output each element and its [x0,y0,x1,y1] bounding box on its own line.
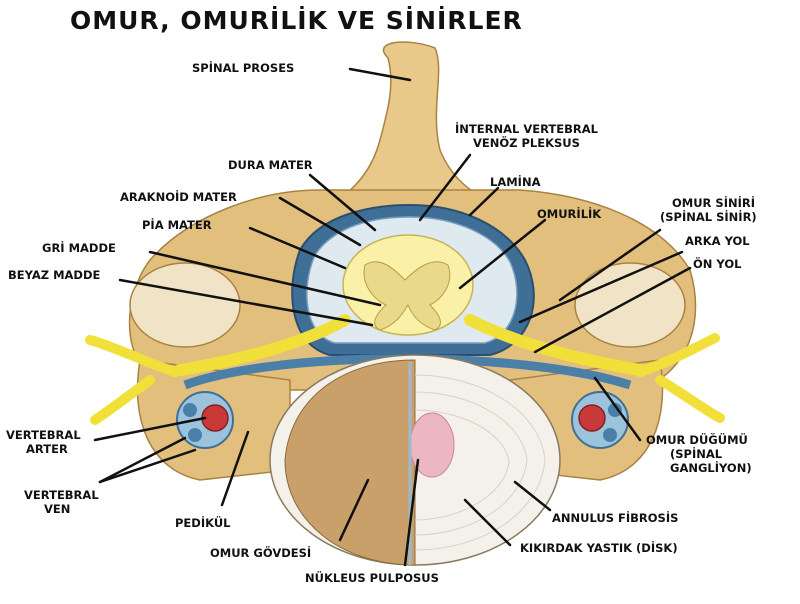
left-vertebral-vein-a [183,403,197,417]
label-lamina: LAMİNA [490,175,541,189]
leader-omur-dugumu [593,376,642,442]
leader-vertebral-ven-b [98,448,197,484]
annulus-ring-3 [414,409,510,521]
right-vertebral-vein-a [608,403,622,417]
label-omurilik: OMURİLİK [537,207,602,221]
vertebral-body-cancellous [284,359,416,566]
leader-on-yol [533,266,692,354]
leader-nukleus [403,458,420,567]
label-omur-dugumu-line2: (SPİNAL [670,447,723,461]
label-araknoid-mater: ARAKNOİD MATER [120,190,237,204]
right-transverse-process [574,262,686,348]
left-vertebral-vein-b [188,428,202,442]
leader-gri [148,250,382,307]
leader-beyaz [118,278,374,327]
label-nukleus-pulposus: NÜKLEUS PULPOSUS [305,571,439,585]
label-gri-madde: GRİ MADDE [42,241,116,255]
leader-kikirdak [463,498,512,547]
leader-omur-govdesi [338,478,370,542]
label-omur-dugumu-line3: GANGLİYON) [670,461,752,475]
label-vertebral-ven: VERTEBRAL VEN [24,488,99,516]
leader-lamina [468,186,500,217]
leader-omurilik [458,218,547,290]
annulus-ring-2 [414,391,528,536]
right-vertebral-vein-b [603,428,617,442]
label-internal-venous: İNTERNAL VERTEBRAL VENÖZ PLEKSUS [455,122,598,150]
label-omur-govdesi: OMUR GÖVDESİ [210,546,312,560]
label-omur-siniri-line1: OMUR SİNİRİ [672,196,756,210]
spinal-process-shape [327,41,501,206]
left-spinal-nerve [85,335,180,425]
label-vertebral-arter-line1: VERTEBRAL [6,428,81,442]
label-internal-venous-line2: VENÖZ PLEKSUS [473,136,580,150]
label-pedikul: PEDİKÜL [175,516,231,530]
leader-omur-siniri [558,228,662,302]
annulus-ring-1 [414,374,546,551]
label-spinal-proses: SPİNAL PROSES [192,61,295,75]
label-pia-mater: PİA MATER [142,218,212,232]
label-annulus-fibrosis: ANNULUS FİBROSİS [552,511,679,525]
label-beyaz-madde: BEYAZ MADDE [8,268,101,282]
leader-annulus [513,480,552,512]
leader-pedikul [220,430,250,507]
left-nerve-root [174,314,351,376]
leader-arka-yol [518,250,684,324]
gray-matter-shape [363,261,451,331]
label-kikirdak-yastik: KIKIRDAK YASTIK (DİSK) [520,541,678,555]
label-arka-yol: ARKA YOL [685,234,750,248]
diagram-title: OMUR, OMURİLİK VE SİNİRLER [70,6,523,35]
label-omur-siniri-line2: (SPİNAL SİNİR) [660,210,757,224]
right-spinal-nerve [635,333,725,423]
leader-vertebral-arter [93,416,207,442]
label-vertebral-arter-line2: ARTER [26,442,68,456]
right-nerve-root [464,314,646,376]
leader-araknoid [278,196,362,247]
label-internal-venous-line1: İNTERNAL VERTEBRAL [455,122,598,136]
label-omur-dugumu: OMUR DÜĞÜMÜ (SPİNAL GANGLİYON) [646,433,752,475]
leader-spinal-proses [348,67,412,82]
label-vertebral-ven-line2: VEN [44,502,71,516]
leader-vertebral-ven-a [98,436,187,484]
label-dura-mater: DURA MATER [228,158,313,172]
label-omur-siniri: OMUR SİNİRİ (SPİNAL SİNİR) [660,196,757,224]
leader-dura [308,173,377,232]
label-omur-dugumu-line1: OMUR DÜĞÜMÜ [646,433,748,447]
left-transverse-process [129,262,241,348]
label-on-yol: ÖN YOL [693,257,742,271]
leader-pia [248,226,347,270]
label-vertebral-ven-line1: VERTEBRAL [24,488,99,502]
leader-internal-venous [418,153,472,222]
label-vertebral-arter: VERTEBRAL ARTER [6,428,81,456]
right-vertebral-artery [578,404,606,432]
